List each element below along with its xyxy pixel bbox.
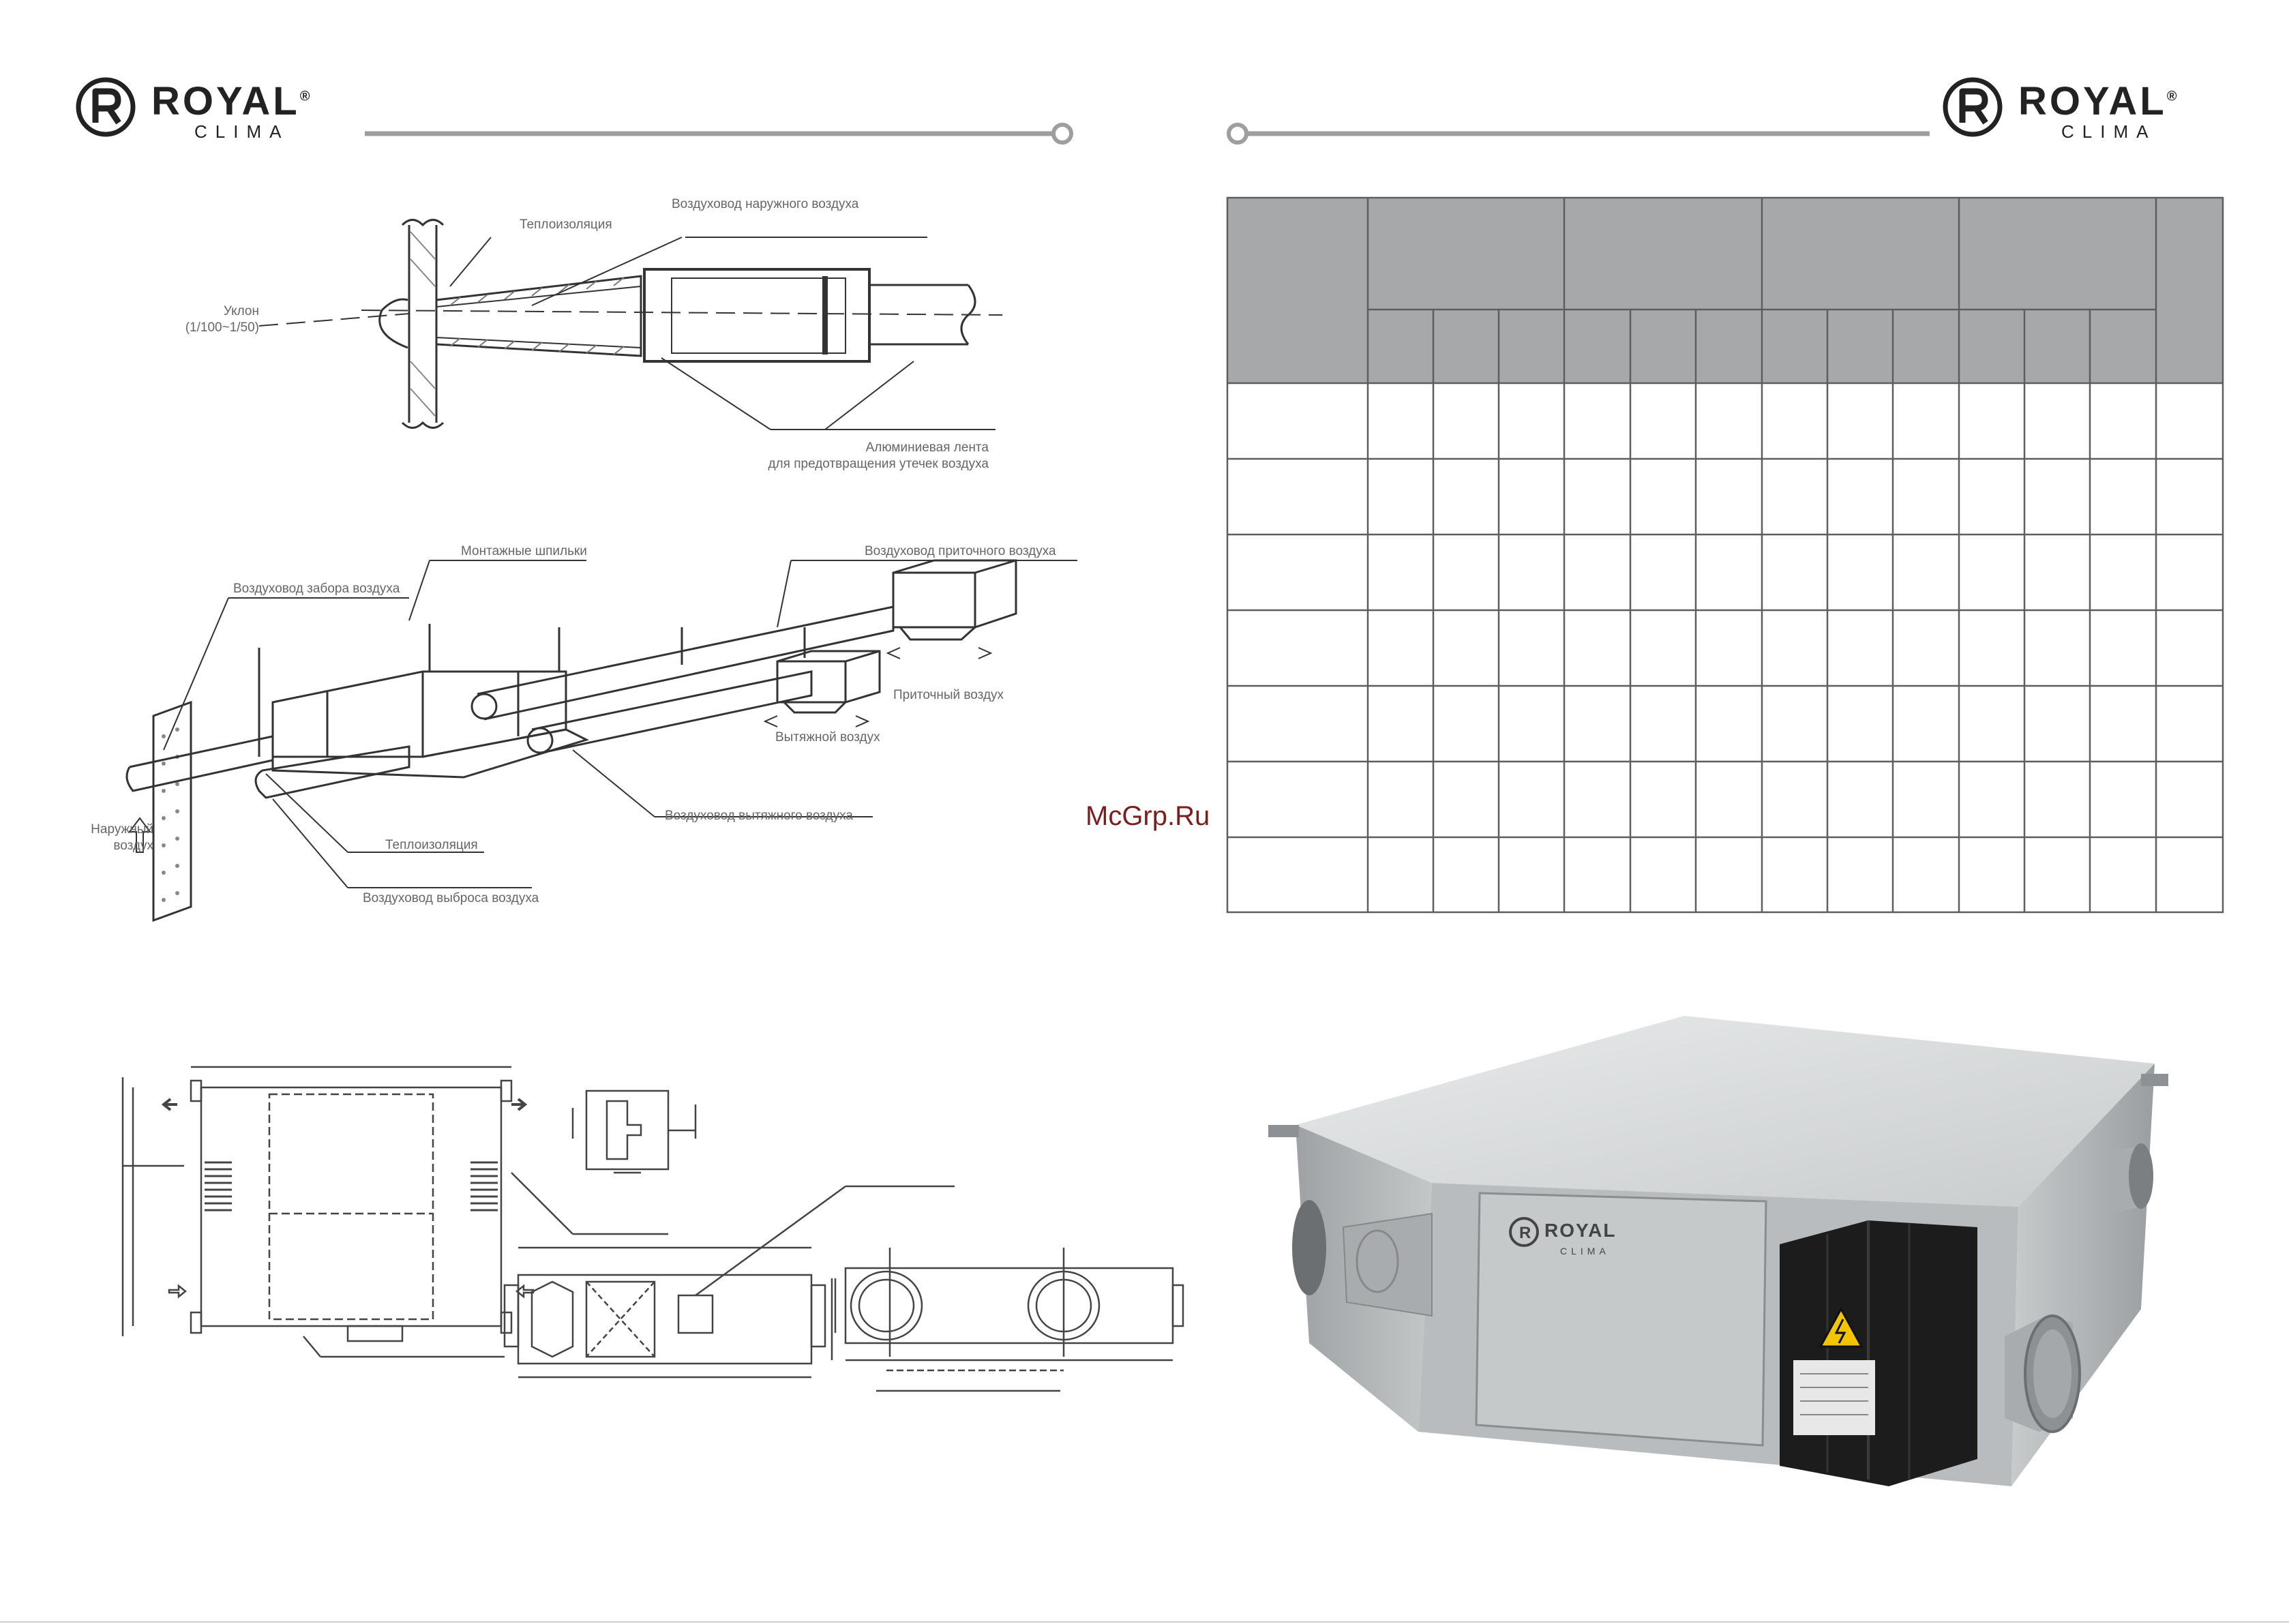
installation-diagram: [125, 559, 1077, 922]
label-supply-air: Приточный воздух: [893, 688, 1004, 702]
brand-sub: CLIMA: [194, 121, 290, 142]
label-discharge-duct: Воздуховод выброса воздуха: [363, 891, 539, 905]
royal-r-icon: [76, 77, 136, 137]
brand-logo-left: ROYAL® CLIMA: [75, 76, 368, 145]
label-aluminium-tape: Алюминиевая лента для предотвращения уте…: [768, 440, 989, 471]
table-header: [1227, 198, 2223, 383]
brand-name: ROYAL®: [151, 79, 313, 123]
label-insulation-2: Теплоизоляция: [385, 838, 478, 852]
label-intake-duct: Воздуховод забора воздуха: [233, 582, 400, 596]
label-supply-duct: Воздуховод приточного воздуха: [865, 544, 1056, 558]
footer-line: [0, 1621, 2289, 1623]
brand-sub: CLIMA: [2061, 121, 2157, 142]
wall-duct-diagram: [258, 219, 1003, 430]
label-outdoor-duct: Воздуховод наружного воздуха: [672, 197, 859, 211]
dimension-drawings: [121, 1066, 1184, 1392]
brand-logo-right: ROYAL® CLIMA: [1942, 76, 2235, 145]
label-mount-studs: Монтажные шпильки: [461, 544, 587, 558]
spec-table: [1226, 196, 2224, 914]
watermark: McGrp.Ru: [1086, 801, 1210, 831]
header-rule-right: [1227, 123, 1930, 145]
brand-name: ROYAL®: [2018, 79, 2180, 123]
royal-r-icon: [1943, 77, 2003, 137]
photo-logo: ROYAL: [1544, 1220, 1616, 1241]
label-insulation-1: Теплоизоляция: [520, 217, 612, 232]
photo-logo-sub: CLIMA: [1560, 1246, 1610, 1257]
label-slope: Уклон (1/100~1/50): [185, 304, 259, 335]
product-photo: R ROYAL CLIMA: [1268, 1016, 2168, 1486]
table-grid: [1226, 196, 2224, 914]
label-outdoor-air: Наружный воздух: [91, 822, 153, 853]
label-exhaust-duct: Воздуховод вытяжного воздуха: [665, 809, 853, 823]
label-exhaust-air: Вытяжной воздух: [775, 730, 880, 745]
header-rule-left: [365, 123, 1073, 145]
svg-text:R: R: [1519, 1224, 1531, 1242]
